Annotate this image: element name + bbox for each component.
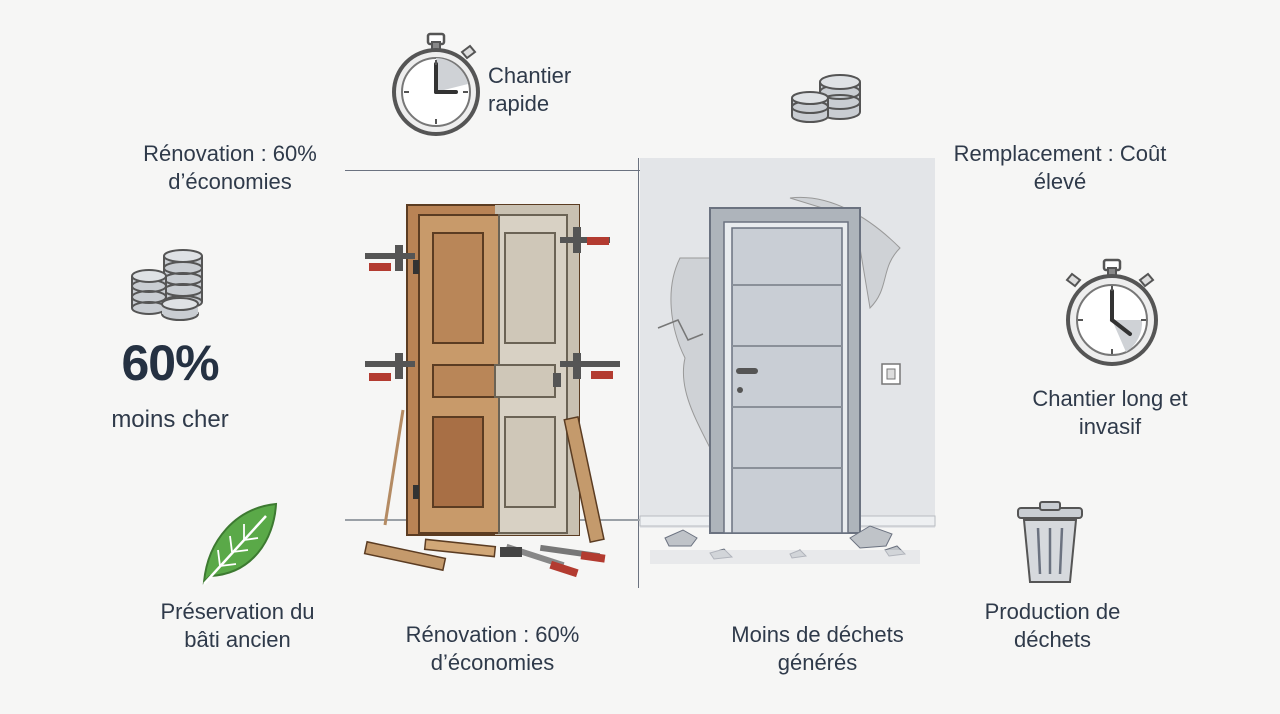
top-left-heading: Rénovation : 60% d’économies bbox=[143, 141, 317, 194]
waste-production-label: Production de déchets bbox=[984, 599, 1121, 652]
coins-icon bbox=[131, 249, 203, 321]
center-divider bbox=[638, 158, 639, 588]
fast-site-label: Chantier rapide bbox=[488, 63, 572, 116]
less-waste-label: Moins de déchets générés bbox=[731, 622, 904, 675]
renovated-door bbox=[345, 204, 640, 578]
preservation-label: Préservation du bâti ancien bbox=[160, 599, 315, 652]
bottom-center-left-heading: Rénovation : 60% d’économies bbox=[405, 622, 580, 675]
leaf-icon bbox=[202, 502, 278, 585]
cheaper-label: moins cher bbox=[111, 406, 229, 433]
stopwatch-icon bbox=[1065, 258, 1158, 366]
big-percent: 60% bbox=[121, 335, 219, 391]
replacement-door bbox=[639, 158, 936, 564]
stopwatch-icon bbox=[392, 32, 480, 136]
top-right-heading: Remplacement : Coût élevé bbox=[953, 141, 1167, 194]
coins-icon bbox=[791, 74, 861, 123]
trash-icon bbox=[1017, 501, 1083, 583]
long-site-label: Chantier long et invasif bbox=[1032, 386, 1188, 439]
